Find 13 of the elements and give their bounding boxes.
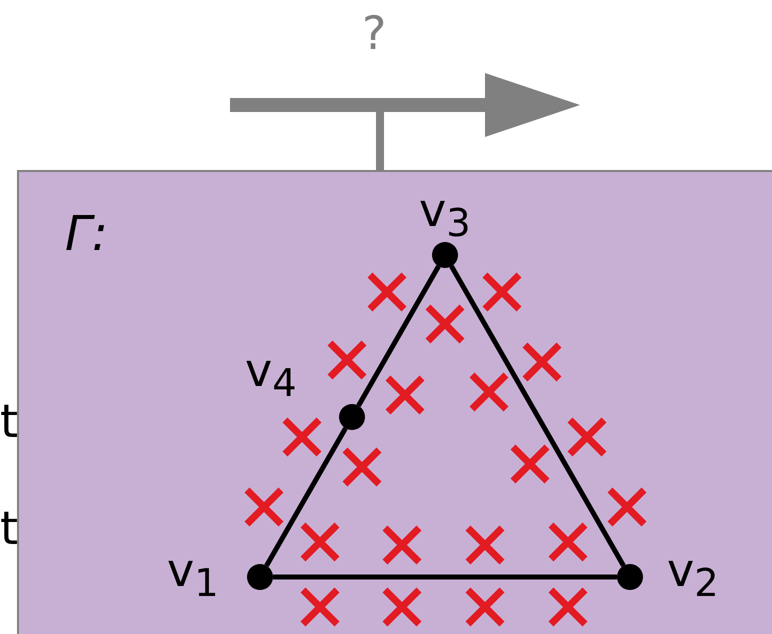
graph-panel: [17, 170, 772, 634]
axis-label: t: [0, 505, 18, 551]
vertex-label: v$_{3}$: [419, 187, 471, 244]
vertex-label: v$_{2}$: [667, 547, 719, 604]
graph-edge: [356, 265, 441, 407]
graph-edge: [273, 574, 617, 580]
question-mark-label: ?: [362, 10, 386, 56]
vertex-label: v$_{1}$: [167, 547, 219, 604]
graph-edge: [449, 265, 626, 567]
axis-label: t: [0, 398, 18, 444]
graph-name: Γ:: [65, 210, 108, 258]
graph-edge: [264, 427, 348, 567]
vertex-label: v$_{4}$: [245, 347, 297, 404]
